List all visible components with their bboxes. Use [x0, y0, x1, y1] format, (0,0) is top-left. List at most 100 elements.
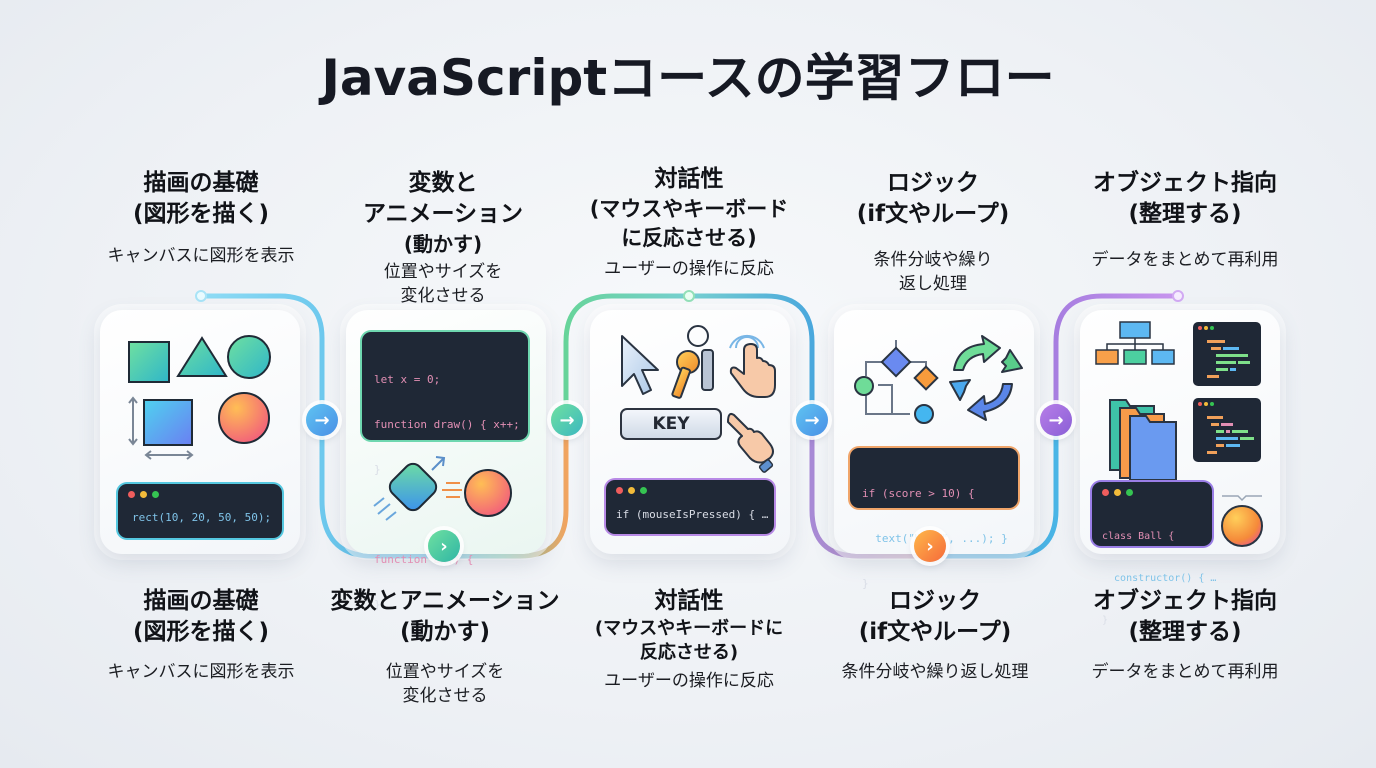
code-window-icon: [1193, 398, 1261, 462]
step-title: オブジェクト指向: [1093, 170, 1277, 196]
code-window-icon: [1193, 322, 1261, 386]
code-line: function draw() { x++;: [374, 418, 520, 431]
step-description-line2: 変化させる: [400, 286, 486, 306]
step-subtitle: (図形を描く): [132, 619, 270, 645]
step-title: 変数とアニメーション: [330, 588, 560, 614]
pointing-hand-icon: [727, 412, 774, 473]
code-line: if (score > 10) {: [862, 487, 975, 500]
code-line: }: [862, 577, 869, 590]
code-line: }: [1102, 615, 1109, 626]
code-snippet: if (mouseIsPressed) { …: [606, 480, 774, 534]
step-title-line2: アニメーション: [362, 201, 524, 227]
step-description: 条件分岐や繰り: [873, 250, 993, 270]
step-subtitle: (動かす): [403, 232, 483, 256]
step-5-bottom-labels: オブジェクト指向 (整理する) データをまとめて再利用: [1060, 586, 1310, 684]
code-snippet: if (score > 10) { text("Win!", ...); } }: [850, 448, 1018, 590]
step-subtitle: (if文やループ): [856, 201, 1010, 227]
step-subtitle: (if文やループ): [858, 619, 1012, 645]
keys-icon: [671, 325, 714, 399]
step-2-bottom-labels: 変数とアニメーション (動かす) 位置やサイズを 変化させる: [320, 586, 570, 708]
step-description: キャンバスに図形を表示: [107, 246, 295, 266]
step-description: キャンバスに図形を表示: [107, 662, 295, 682]
step-description-line2: 変化させる: [402, 686, 488, 706]
logic-illustration: [854, 335, 1023, 424]
oop-illustration: [1095, 321, 1261, 480]
cursor-icon: [621, 335, 659, 395]
code-line: constructor() { …: [1102, 573, 1217, 584]
flowchart-icon: [854, 340, 939, 424]
code-line: }: [374, 598, 381, 611]
square-icon: [128, 341, 170, 383]
step-1-top-labels: 描画の基礎 (図形を描く) キャンバスに図形を表示: [76, 168, 326, 268]
orange-ball-icon: [218, 392, 270, 444]
step-description: データをまとめて再利用: [1091, 662, 1279, 682]
code-line: rect(10, 20, 50, 50);: [132, 511, 272, 524]
code-line: if (mouseIsPressed) { …: [616, 508, 769, 521]
step-4-top-labels: ロジック (if文やループ) 条件分岐や繰り 返し処理: [808, 168, 1058, 296]
page-title: JavaScriptコースの学習フロー: [321, 49, 1055, 107]
shapes-illustration: [128, 335, 271, 460]
folders-icon: [1109, 399, 1177, 480]
connector-dot-2: [683, 290, 695, 302]
code-snippet: class Ball { constructor() { … }: [1092, 482, 1216, 626]
step-5-card: class Ball { constructor() { … }: [1080, 310, 1280, 626]
step-subtitle: (マウスやキーボード: [589, 197, 789, 221]
step-description: ユーザーの操作に反応: [604, 671, 774, 691]
step-4-bottom-labels: ロジック (if文やループ) 条件分岐や繰り返し処理: [810, 586, 1060, 684]
code-snippet: let x = 0; function draw() { x++; } func…: [362, 332, 528, 611]
step-title: ロジック: [889, 588, 981, 614]
tap-hand-icon: [729, 334, 776, 398]
step-description: 条件分岐や繰り返し処理: [841, 662, 1029, 682]
connector-dot-3: [1172, 290, 1184, 302]
chevron-right-icon[interactable]: ›: [428, 530, 460, 562]
step-4-card: if (score > 10) { text("Win!", ...); } }: [834, 310, 1034, 590]
step-subtitle: (動かす): [399, 619, 491, 645]
arrow-right-icon[interactable]: →: [1040, 404, 1072, 436]
cycle-arrows-icon: [949, 335, 1023, 421]
step-description: ユーザーの操作に反応: [604, 259, 774, 279]
step-subtitle: (整理する): [1128, 619, 1242, 645]
blue-square-icon: [143, 399, 193, 446]
step-subtitle: (マウスやキーボードに: [594, 618, 784, 639]
step-5-top-labels: オブジェクト指向 (整理する) データをまとめて再利用: [1060, 168, 1310, 272]
step-subtitle-line2: に反応させる): [621, 226, 757, 250]
code-snippet: rect(10, 20, 50, 50);: [118, 484, 282, 538]
triangle-icon: [176, 336, 228, 377]
step-subtitle: (整理する): [1128, 201, 1242, 227]
circle-icon: [227, 335, 271, 379]
step-3-bottom-labels: 対話性 (マウスやキーボードに 反応させる) ユーザーの操作に反応: [564, 586, 814, 693]
moving-ball-icon: [442, 469, 512, 517]
step-description: 位置やサイズを: [383, 262, 503, 282]
arrow-right-icon[interactable]: →: [796, 404, 828, 436]
hierarchy-icon: [1095, 321, 1175, 365]
animation-illustration: [373, 456, 512, 521]
ball-icon: [1221, 495, 1263, 547]
step-subtitle-line2: 反応させる): [639, 642, 739, 663]
chevron-right-icon[interactable]: ›: [914, 530, 946, 562]
code-line: let x = 0;: [374, 373, 441, 386]
step-3-card: KEY if (mouseIsPressed) { …: [590, 310, 790, 554]
connector-dot-1: [195, 290, 207, 302]
step-description-line2: 返し処理: [899, 274, 967, 294]
step-description: データをまとめて再利用: [1091, 250, 1279, 270]
step-title: 対話性: [654, 588, 724, 614]
arrow-right-icon[interactable]: →: [306, 404, 338, 436]
step-3-top-labels: 対話性 (マウスやキーボード に反応させる) ユーザーの操作に反応: [564, 164, 814, 281]
step-title: 変数と: [408, 170, 478, 196]
code-line: }: [374, 463, 381, 476]
moving-square-icon: [373, 456, 446, 521]
step-title: ロジック: [887, 170, 979, 196]
step-title: オブジェクト指向: [1093, 588, 1277, 614]
code-line: function ax() {: [374, 553, 474, 566]
interaction-illustration: [621, 325, 776, 473]
step-2-card: let x = 0; function draw() { x++; } func…: [346, 310, 546, 611]
key-button-icon: KEY: [620, 408, 722, 440]
step-2-top-labels: 変数と アニメーション (動かす) 位置やサイズを 変化させる: [318, 168, 568, 308]
step-title: 描画の基礎: [143, 170, 259, 196]
code-line: class Ball {: [1102, 531, 1175, 542]
step-title: 対話性: [654, 166, 724, 192]
step-1-bottom-labels: 描画の基礎 (図形を描く) キャンバスに図形を表示: [76, 586, 326, 684]
arrow-right-icon[interactable]: →: [551, 404, 583, 436]
step-title: 描画の基礎: [143, 588, 259, 614]
step-subtitle: (図形を描く): [132, 201, 270, 227]
